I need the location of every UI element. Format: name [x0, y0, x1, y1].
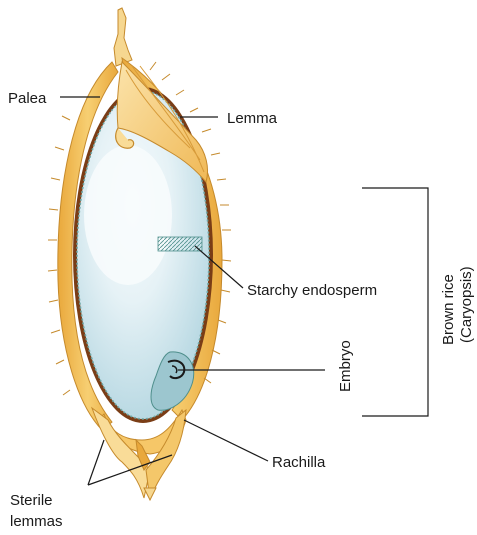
label-rachilla: Rachilla	[272, 454, 326, 471]
label-caryopsis: (Caryopsis)	[458, 266, 475, 343]
label-palea: Palea	[8, 90, 47, 107]
sterile-lemma-right	[146, 410, 186, 500]
label-starchy-endosperm: Starchy endosperm	[247, 282, 377, 299]
endosperm-highlight	[84, 145, 172, 285]
rachilla-leader	[184, 420, 268, 461]
label-brown-rice: Brown rice	[440, 274, 457, 345]
awn-tip	[114, 8, 132, 66]
label-lemmas: lemmas	[10, 513, 63, 530]
label-embryo: Embryo	[337, 340, 354, 392]
aleurone-cross-section	[158, 237, 202, 251]
label-lemma: Lemma	[227, 110, 278, 127]
pedicel	[144, 488, 156, 500]
sterile-lemmas-leader-left	[88, 440, 104, 485]
label-sterile: Sterile	[10, 492, 53, 509]
brown-rice-bracket	[362, 188, 428, 416]
